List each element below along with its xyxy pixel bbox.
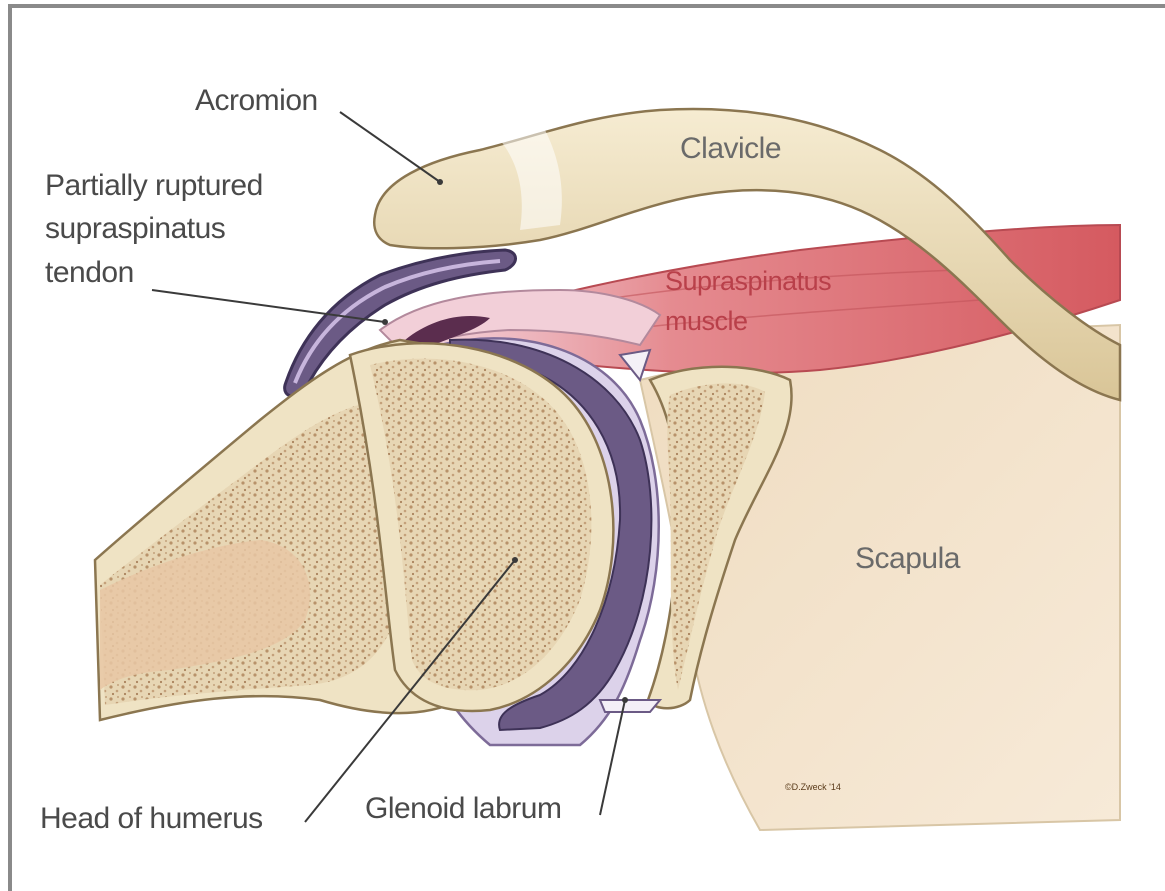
label-humerus-head: Head of humerus: [40, 802, 263, 835]
label-muscle-line1: Supraspinatus: [665, 266, 831, 296]
label-tendon-line3: tendon: [45, 256, 134, 289]
label-glenoid-labrum: Glenoid labrum: [365, 792, 561, 825]
label-tendon-line1: Partially ruptured: [45, 169, 263, 202]
leader-acromion: [340, 112, 440, 182]
label-acromion: Acromion: [195, 84, 318, 117]
leader-dot-glenoid-labrum: [622, 697, 628, 703]
artist-signature: ©D.Zweck '14: [785, 782, 841, 792]
label-tendon-line2: supraspinatus: [45, 212, 225, 245]
label-muscle-line2: muscle: [665, 306, 748, 336]
leader-dot-acromion: [437, 179, 443, 185]
leader-dot-humerus-head: [512, 557, 518, 563]
leader-dot-tendon: [382, 319, 388, 325]
label-clavicle: Clavicle: [680, 132, 781, 165]
label-scapula: Scapula: [855, 542, 961, 575]
glenoid-labrum-lower: [600, 700, 660, 712]
